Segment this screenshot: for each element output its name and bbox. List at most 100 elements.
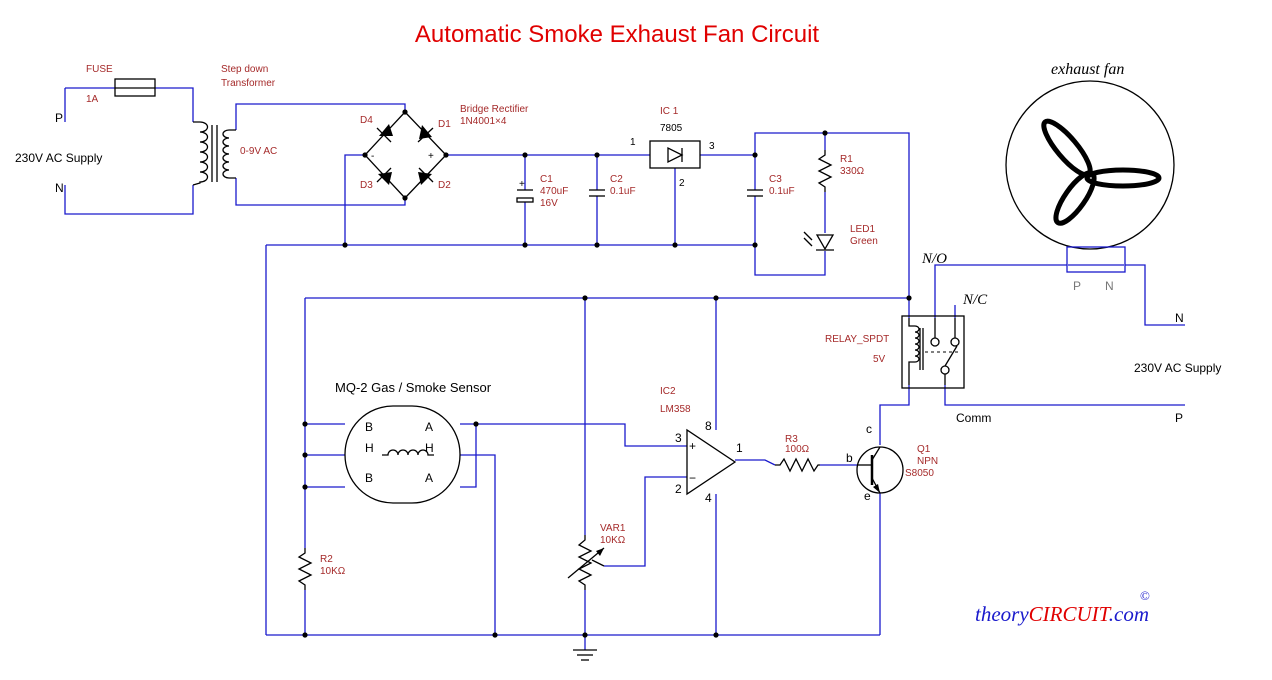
ic2-part: LM358 <box>660 404 691 415</box>
q1-part: S8050 <box>905 468 934 479</box>
exhaust-fan <box>1005 80 1175 273</box>
right-supply-n: N <box>1175 311 1184 325</box>
transistor-q1 <box>856 446 904 494</box>
fan-terminal-p: P <box>1073 279 1081 293</box>
q1-name: Q1 <box>917 444 931 455</box>
relay-nc-label: N/C <box>962 292 988 308</box>
c2-name: C2 <box>610 174 623 185</box>
capacitor-c1 <box>516 189 534 203</box>
transformer-secondary: 0-9V AC <box>240 146 277 157</box>
resistor-r1 <box>817 150 833 192</box>
fan-terminal-n: N <box>1105 279 1114 293</box>
r1-value: 330Ω <box>840 166 865 177</box>
ic1-name: IC 1 <box>660 106 679 117</box>
fuse-rating: 1A <box>86 94 99 105</box>
diode-d4-label: D4 <box>360 115 373 126</box>
fuse-name: FUSE <box>86 64 113 75</box>
junction-dots <box>302 109 912 638</box>
watermark-copyright: © <box>1140 588 1150 603</box>
ic2-pin2: 2 <box>675 482 682 496</box>
bridge-minus: - <box>371 151 374 162</box>
diode-d3-label: D3 <box>360 180 373 191</box>
relay-comm-label: Comm <box>956 411 991 425</box>
c1-value: 470uF <box>540 186 568 197</box>
ic2-pin8: 8 <box>705 419 712 433</box>
diagram-title: Automatic Smoke Exhaust Fan Circuit <box>415 21 819 48</box>
transformer-label-2: Transformer <box>221 78 276 89</box>
capacitor-c3 <box>747 189 763 197</box>
fan-label: exhaust fan <box>1051 61 1124 78</box>
mq2-sensor <box>344 405 461 504</box>
c3-value: 0.1uF <box>769 186 795 197</box>
sensor-pin-a-top: A <box>425 420 433 434</box>
relay-voltage: 5V <box>873 354 886 365</box>
sensor-label: MQ-2 Gas / Smoke Sensor <box>335 380 492 395</box>
ic2-minus: − <box>689 471 696 485</box>
bridge-rectifier <box>364 111 447 199</box>
r3-value: 100Ω <box>785 444 810 455</box>
sensor-pin-b-bottom: B <box>365 471 373 485</box>
ic2-pin4: 4 <box>705 491 712 505</box>
sensor-pin-h-right: H <box>425 441 434 455</box>
ic2-pin3: 3 <box>675 431 682 445</box>
ic2-name: IC2 <box>660 386 676 397</box>
transformer <box>192 121 236 186</box>
ic1-pin3: 3 <box>709 141 715 152</box>
capacitor-c2 <box>589 189 605 197</box>
c3-name: C3 <box>769 174 782 185</box>
led1-name: LED1 <box>850 224 875 235</box>
fuse <box>114 78 156 97</box>
r2-name: R2 <box>320 554 333 565</box>
diode-d1-label: D1 <box>438 119 451 130</box>
ic1-part: 7805 <box>660 123 683 134</box>
transformer-label-1: Step down <box>221 64 268 75</box>
ic2-pin1: 1 <box>736 441 743 455</box>
bridge-part: 1N4001×4 <box>460 116 507 127</box>
sensor-pin-h-left: H <box>365 441 374 455</box>
r2-value: 10KΩ <box>320 566 346 577</box>
q1-base-label: b <box>846 451 853 465</box>
opamp-ic2 <box>686 428 737 496</box>
right-supply-label: 230V AC Supply <box>1134 361 1221 375</box>
watermark-part3: .com <box>1109 602 1149 626</box>
ground-symbol <box>573 649 597 661</box>
sensor-pin-b-top: B <box>365 420 373 434</box>
var1-name: VAR1 <box>600 523 626 534</box>
right-supply-p: P <box>1175 411 1183 425</box>
r3-name: R3 <box>785 434 798 445</box>
diode-d2-label: D2 <box>438 180 451 191</box>
q1-type: NPN <box>917 456 938 467</box>
r1-name: R1 <box>840 154 853 165</box>
ic2-plus: + <box>689 439 696 453</box>
potentiometer-var1 <box>567 535 605 590</box>
q1-emitter-label: e <box>864 489 871 503</box>
left-supply-n: N <box>55 181 64 195</box>
regulator-ic1 <box>649 140 701 169</box>
left-supply-p: P <box>55 111 63 125</box>
watermark-part1: theory <box>975 602 1029 626</box>
bridge-plus: + <box>428 151 434 162</box>
c1-plus: + <box>519 179 525 190</box>
resistor-r2 <box>297 548 313 590</box>
relay-spdt <box>901 315 965 389</box>
resistor-r3 <box>775 457 820 473</box>
ic1-pin1: 1 <box>630 137 636 148</box>
c1-name: C1 <box>540 174 553 185</box>
relay-no-label: N/O <box>921 251 947 267</box>
sensor-pin-a-bottom: A <box>425 471 433 485</box>
var1-value: 10KΩ <box>600 535 626 546</box>
relay-name: RELAY_SPDT <box>825 334 889 345</box>
bridge-name: Bridge Rectifier <box>460 104 529 115</box>
wires <box>64 87 1185 650</box>
watermark: theoryCIRCUIT.com <box>975 602 1149 626</box>
c1-voltage: 16V <box>540 198 558 209</box>
left-supply-label: 230V AC Supply <box>15 151 102 165</box>
led-led1 <box>803 231 835 251</box>
c2-value: 0.1uF <box>610 186 636 197</box>
q1-collector-label: c <box>866 422 872 436</box>
led1-color: Green <box>850 236 878 247</box>
watermark-part2: CIRCUIT <box>1029 602 1112 626</box>
ic1-pin2: 2 <box>679 178 685 189</box>
